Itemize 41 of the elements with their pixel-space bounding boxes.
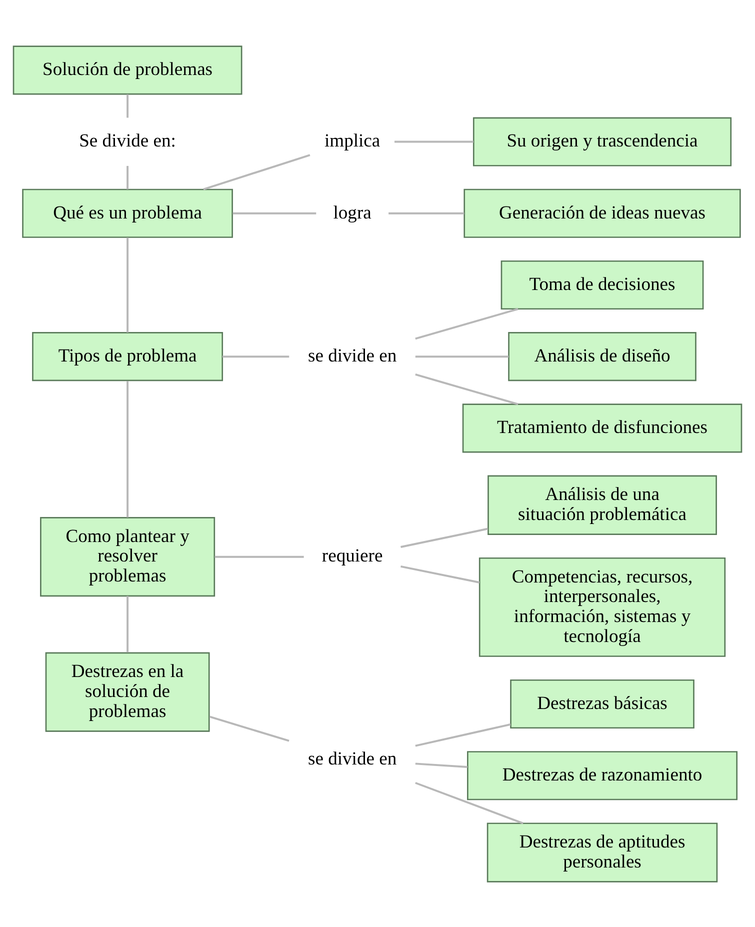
node-text: requiere xyxy=(322,545,383,566)
connector xyxy=(415,762,468,768)
connector xyxy=(126,165,129,189)
connector xyxy=(400,527,488,548)
node-box: Destrezas de razonamiento xyxy=(467,750,738,800)
node-box: Qué es un problema xyxy=(22,188,233,238)
node-text: se divide en xyxy=(308,345,397,366)
node-box: Análisis de diseño xyxy=(508,332,696,381)
node-text: Se divide en: xyxy=(79,130,176,152)
connector xyxy=(126,380,129,517)
node-box: Destrezas de aptitudes personales xyxy=(486,822,718,882)
node-box: Competencias, recursos, interpersonales, información, sistemas y tecnología xyxy=(478,556,726,656)
connector xyxy=(400,564,480,583)
connector xyxy=(394,140,474,142)
connector xyxy=(388,212,464,214)
connector xyxy=(214,555,304,558)
node-box: Análisis de una situación problemática xyxy=(488,474,717,534)
node-box: Solución de problemas xyxy=(12,45,242,94)
connector xyxy=(415,373,518,405)
node-box: Generación de ideas nuevas xyxy=(464,188,741,238)
node-box: Destrezas en la solución de problemas xyxy=(45,652,210,732)
connector xyxy=(415,355,509,358)
connector xyxy=(209,715,290,742)
node-text: implica xyxy=(324,130,380,152)
node-box: Destrezas básicas xyxy=(510,678,694,728)
connector xyxy=(126,596,129,652)
connector xyxy=(222,355,290,358)
node-box: Tratamiento de disfunciones xyxy=(462,403,742,452)
node-box: Su origen y trascendencia xyxy=(472,116,732,166)
connector xyxy=(126,237,129,332)
node-text: se divide en xyxy=(308,748,397,770)
node-text: logra xyxy=(333,202,372,223)
node-box: Tipos de problema xyxy=(32,332,224,381)
connector xyxy=(126,94,129,118)
node-box: Como plantear y resolver problemas xyxy=(40,516,216,596)
connector xyxy=(415,722,511,746)
node-box: Toma de decisiones xyxy=(500,260,704,310)
connector xyxy=(203,154,310,190)
connector xyxy=(232,212,316,214)
connector xyxy=(415,781,524,824)
connector xyxy=(415,308,518,340)
